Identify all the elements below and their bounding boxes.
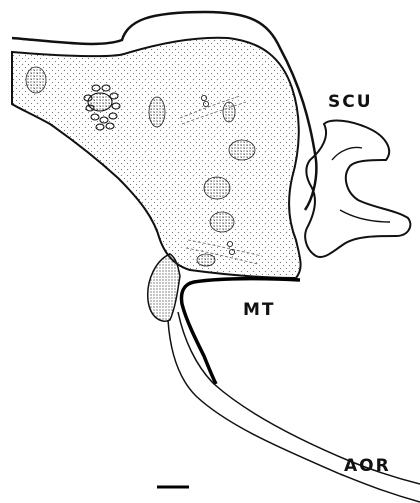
label-aor: AOR: [344, 456, 391, 476]
scu-structure: [305, 121, 410, 258]
attachment-bulge: [148, 254, 180, 321]
nucleus-3: [223, 102, 235, 122]
label-scu: SCU: [328, 92, 373, 112]
nucleus-6: [210, 212, 234, 232]
nucleus-2: [149, 97, 165, 127]
tissue-body: [12, 38, 301, 278]
nucleus-5: [204, 177, 230, 199]
nucleus-1: [26, 67, 46, 93]
mt-structure: [182, 279, 301, 384]
label-mt: MT: [243, 300, 276, 320]
nucleus-4: [229, 140, 255, 160]
scu-inner-fold: [332, 148, 390, 223]
nucleus-7: [197, 254, 215, 266]
